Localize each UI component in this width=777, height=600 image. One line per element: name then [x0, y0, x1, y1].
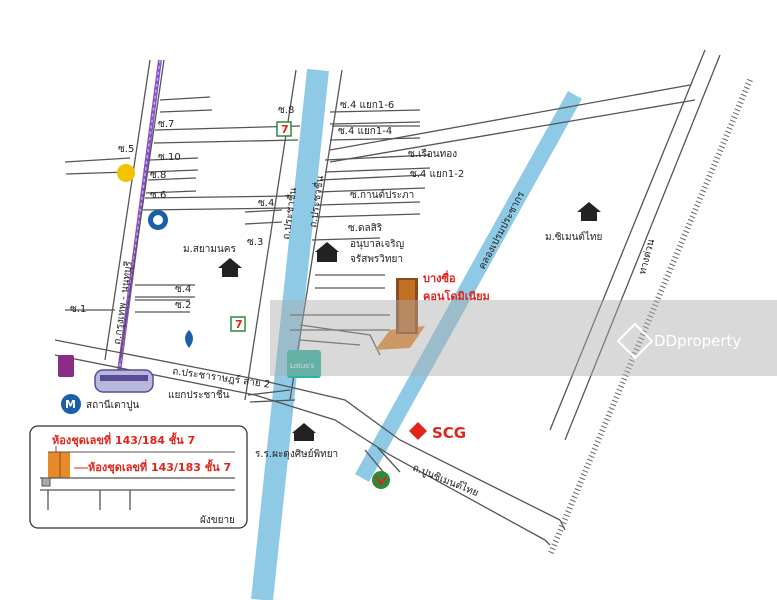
school-icon: [315, 242, 339, 262]
label-bangsue-condo-line2: คอนโดมิเนียม: [423, 289, 490, 303]
label-soi-7: ซ.7: [158, 119, 174, 130]
label-soi-kanprapa: ซ.กานต์ประภา: [350, 189, 414, 201]
unit-plan-inset: ห้องชุดเลขที่ 143/184 ชั้น 7 ห้องชุดเลขท…: [29, 425, 248, 529]
svg-text:M: M: [65, 398, 76, 411]
label-pun-cement-thai-road: ถ.ปูนซิเมนต์ไทย: [411, 462, 480, 499]
label-soi-3: ซ.3: [247, 237, 263, 248]
label-cement-thai-village: ม.ซิเมนต์ไทย: [545, 231, 602, 243]
lotus-store-icon: [287, 350, 321, 378]
label-soi-4-yaek-1-4: ซ.4 แยก1-4: [338, 126, 392, 137]
label-soi-6: ซ.6: [150, 190, 166, 201]
label-yaek-prachachuen: แยกประชาชื่น: [168, 387, 230, 401]
label-khlong-prem: คลองเปรมประชากร: [477, 189, 528, 271]
label-krungthep-nonthaburi-road: ถ.กรุงเทพ - นนทบุรี: [111, 260, 135, 346]
svg-text:7: 7: [235, 318, 243, 331]
label-pracharat-sai-2-road: ถ.ประชาราษฎร์ สาย 2: [172, 365, 271, 391]
seven-eleven-icon: 7: [276, 121, 292, 137]
label-soi-5: ซ.5: [118, 144, 134, 155]
school-icon: [292, 423, 316, 441]
label-soi-4: ซ.4: [258, 198, 274, 209]
label-soi-4-yaek-1-6: ซ.4 แยก1-6: [340, 100, 394, 111]
central-mall-icon: [58, 355, 74, 377]
ddproperty-brand-text: DDproperty: [654, 332, 742, 350]
khlong-prem-canal: [355, 91, 582, 482]
ddproperty-watermark: [270, 300, 777, 376]
bangkok-bank-icon: [185, 330, 193, 348]
label-anuban-charoen: อนุบาลเจริญ: [350, 239, 404, 250]
label-soi-8b: ซ.8: [150, 170, 166, 181]
label-soi-4b: ซ.4: [175, 284, 191, 295]
label-charat-wittaya: จรัสพรวิทยา: [350, 254, 403, 265]
label-soi-ruenthong: ซ.เรือนทอง: [408, 148, 457, 160]
label-tao-poon-station: สถานีเตาปูน: [86, 399, 139, 411]
ddproperty-mark-icon: [616, 322, 654, 360]
main-canal: [251, 68, 329, 600]
kasikorn-bank-icon: [372, 471, 390, 489]
label-soi-dolsiri: ซ.ดลสิริ: [348, 223, 383, 234]
label-soi-2: ซ.2: [175, 300, 191, 311]
village-house-icon: [577, 202, 601, 221]
village-house-icon: [218, 258, 242, 277]
ddproperty-logo: DDproperty: [616, 322, 742, 360]
svg-text:SCG: SCG: [432, 424, 466, 442]
label-phadung-school: ร.ร.ผะดุงศิษย์พิทยา: [255, 448, 338, 460]
skytrain-icon: [94, 369, 154, 393]
label-soi-8: ซ.8: [278, 105, 294, 116]
bangsue-condo-building-icon: [375, 278, 425, 350]
label-tollway: ทางด่วน: [637, 238, 657, 276]
label-bangsue-condo-line1: บางซื่อ: [423, 270, 456, 285]
label-soi-10: ซ.10: [158, 152, 181, 163]
label-soi-1: ซ.1: [70, 304, 86, 315]
krungsri-bank-icon: [117, 164, 135, 182]
svg-text:Lotus's: Lotus's: [290, 362, 315, 370]
label-plan-expanded: ผังขยาย: [200, 515, 235, 526]
label-unit-143-184: ห้องชุดเลขที่ 143/184 ชั้น 7: [52, 432, 195, 448]
label-unit-143-183: ห้องชุดเลขที่ 143/183 ชั้น 7: [88, 459, 231, 475]
label-soi-4-yaek-1-2: ซ.4 แยก1-2: [410, 169, 464, 180]
seven-eleven-icon: 7: [230, 316, 246, 332]
label-siam-nakhon: ม.สยามนคร: [183, 244, 236, 255]
scg-logo-icon: SCG: [409, 422, 466, 442]
mrt-logo-icon: [61, 394, 81, 414]
svg-text:7: 7: [281, 123, 289, 136]
